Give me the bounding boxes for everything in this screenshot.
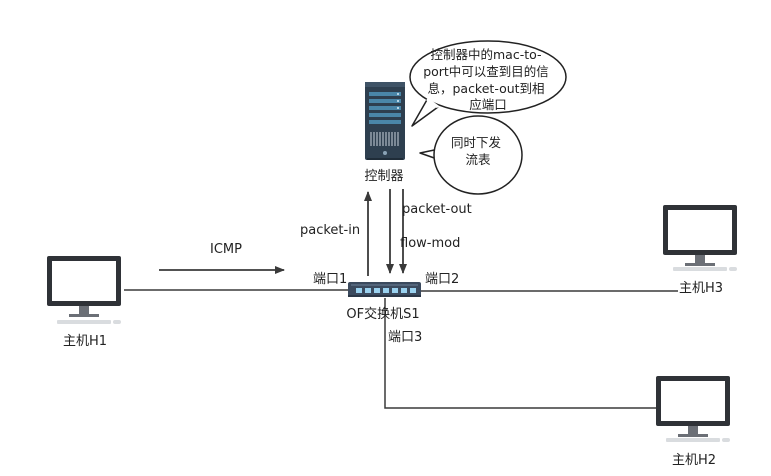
switch-label: OF交换机S1 (346, 306, 419, 322)
host-h3-label: 主机H3 (679, 281, 723, 296)
port2-label: 端口2 (425, 272, 459, 287)
packet-in-label: packet-in (300, 223, 360, 238)
host-h3-monitor-icon[interactable] (663, 205, 737, 271)
note-large-line-4: 应端口 (469, 97, 507, 112)
note-large-line-2: port中可以查到目的信 (423, 64, 549, 79)
flow-mod-label: flow-mod (400, 236, 460, 251)
svg-text:控制器中的mac-to- port中可以查到目的: 控制器中的mac-to- port中可以查到目的信 息，packet-out到相… (423, 47, 553, 112)
links (124, 289, 678, 409)
packet-out-label: packet-out (402, 202, 472, 217)
note-large-line-3: 息，packet-out到相 (427, 81, 544, 96)
note-small-line-1: 同时下发 (451, 135, 502, 150)
message-arrows (159, 189, 407, 276)
switch-icon[interactable] (348, 282, 421, 297)
controller-server-icon[interactable] (365, 82, 405, 160)
host-h2-label: 主机H2 (672, 453, 716, 468)
note-bubble-large: 控制器中的mac-to- port中可以查到目的信 息，packet-out到相… (409, 40, 567, 127)
port1-label: 端口1 (313, 272, 347, 287)
port3-label: 端口3 (388, 330, 422, 345)
note-large-line-1: 控制器中的mac-to- (431, 47, 542, 62)
link-s1-h2 (384, 298, 660, 409)
controller-label: 控制器 (364, 169, 403, 184)
host-h2-monitor-icon[interactable] (656, 376, 730, 442)
icmp-label: ICMP (210, 242, 242, 257)
note-small-line-2: 流表 (465, 152, 491, 167)
host-h1-monitor-icon[interactable] (47, 256, 121, 324)
svg-text:同时下发 流表: 同时下发 流表 (451, 135, 505, 167)
note-bubble-small: 同时下发 流表 (419, 115, 523, 195)
host-h1-label: 主机H1 (63, 334, 107, 349)
